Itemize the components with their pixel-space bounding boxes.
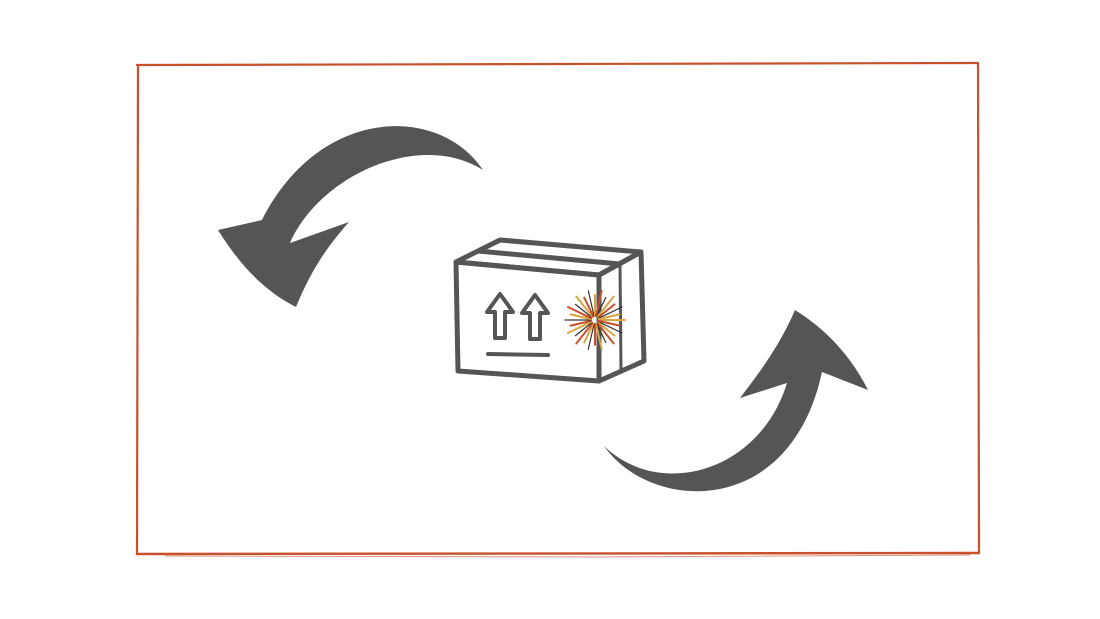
box-tape-line bbox=[475, 248, 623, 267]
frame-left bbox=[135, 63, 140, 556]
up-arrow-left bbox=[485, 292, 515, 340]
starburst-ray bbox=[587, 290, 595, 317]
curved-arrow-counterclockwise-icon bbox=[218, 126, 483, 307]
frame-right bbox=[976, 61, 981, 555]
starburst-ray bbox=[575, 295, 594, 318]
frame-bottom bbox=[135, 551, 981, 556]
starburst-ray bbox=[574, 303, 593, 319]
starburst-ray bbox=[587, 323, 595, 350]
starburst-ray bbox=[569, 319, 593, 327]
frame bbox=[135, 61, 981, 558]
starburst-ray bbox=[596, 296, 607, 317]
starburst-ray bbox=[594, 289, 603, 318]
starburst-ray bbox=[596, 295, 615, 318]
starburst-ray bbox=[597, 321, 623, 334]
starburst-ray bbox=[567, 306, 593, 320]
frame-bottom-sketch bbox=[164, 554, 971, 558]
this-way-up-arrows-icon bbox=[485, 292, 550, 357]
starburst-ray bbox=[597, 319, 621, 327]
frame-top bbox=[135, 61, 980, 67]
box-front-face bbox=[453, 259, 602, 384]
starburst-ray bbox=[596, 322, 615, 345]
cardboard-box-icon bbox=[453, 237, 647, 384]
starburst-ray bbox=[583, 322, 595, 344]
starburst-ray bbox=[569, 313, 593, 321]
starburst-ray bbox=[594, 322, 603, 351]
up-arrow-base-line bbox=[486, 352, 550, 357]
starburst-ray bbox=[567, 320, 593, 334]
box-side-seam bbox=[618, 262, 623, 373]
starburst-ray bbox=[583, 296, 595, 318]
starburst-ray bbox=[597, 321, 616, 337]
starburst-icon bbox=[564, 289, 626, 351]
starburst-ray bbox=[597, 306, 623, 319]
up-arrow-right bbox=[520, 293, 550, 341]
starburst-ray bbox=[597, 313, 621, 321]
curved-arrow-clockwise-icon bbox=[604, 310, 868, 492]
starburst-ray bbox=[596, 323, 607, 344]
starburst-ray bbox=[597, 303, 616, 319]
starburst-ray bbox=[575, 322, 594, 345]
starburst-ray bbox=[574, 321, 593, 337]
